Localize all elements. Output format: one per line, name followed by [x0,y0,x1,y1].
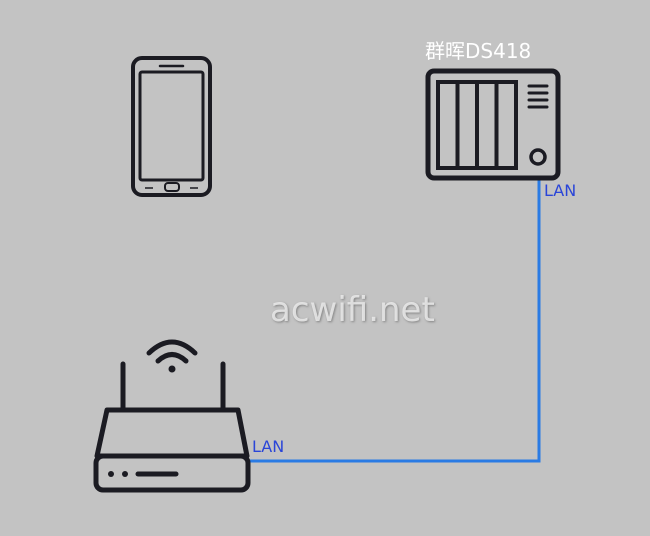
nas-title: 群晖DS418 [425,39,532,63]
watermark: acwifi.net [270,290,435,330]
lan-cable [250,178,541,463]
nas-icon [425,68,561,181]
router-icon [93,361,251,493]
lan-label-router: LAN [252,437,285,456]
phone-icon [131,56,212,197]
wifi-icon [146,339,198,373]
lan-label-nas: LAN [544,181,577,200]
